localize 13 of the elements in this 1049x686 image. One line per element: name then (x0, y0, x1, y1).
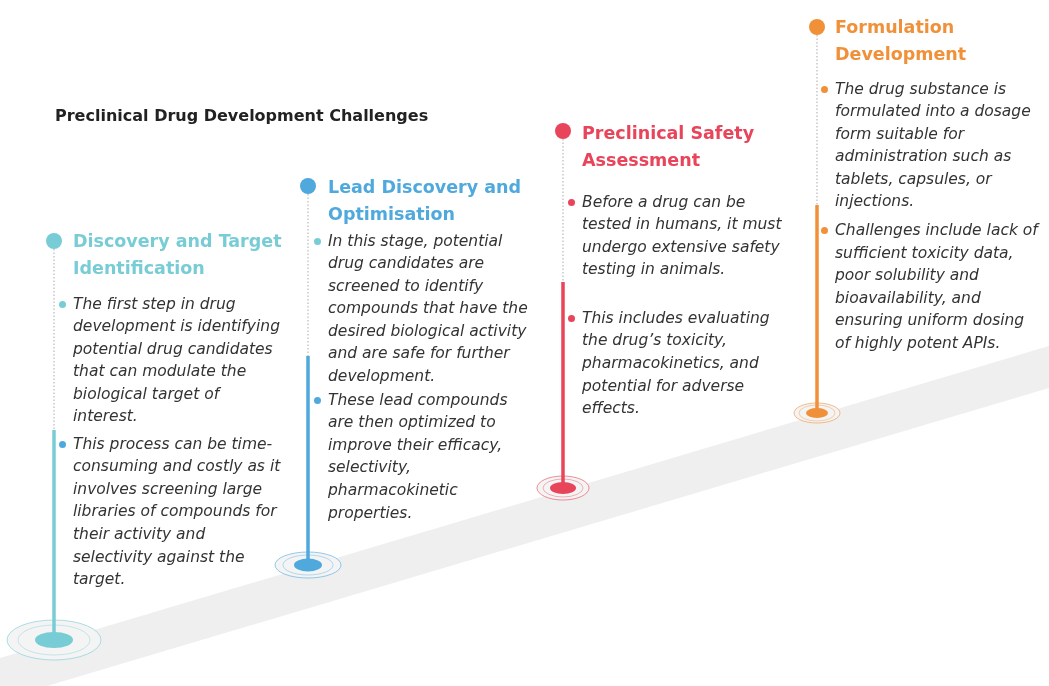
bullet-text: The first step in drug development is identifying potential drug candidates that can modulate the biological target of interest. (73, 293, 281, 428)
bullet-text: This includes evaluating the drug’s toxicity, pharmacokinetics, and potential for adverse effects. (582, 307, 771, 420)
bullet-text: In this stage, potential drug candidates are screened to identify compounds that have the desired biological activity and are safe for further development. (328, 230, 529, 388)
stage-heading: Lead Discovery and Optimisation (328, 175, 522, 226)
bullet-text: This process can be time-consuming and costly as it involves screening large libraries of compounds for their activity and selectivity against the target. (73, 433, 281, 591)
bullet-text: These lead compounds are then optimized to improve their efficacy, selectivity, pharmacokinetic properties. (328, 389, 509, 524)
bullet-text: The drug substance is formulated into a dosage form suitable for administration such as tablets, capsules, or injections. (835, 78, 1032, 213)
bullet-text: Before a drug can be tested in humans, it must undergo extensive safety testing in animals. (582, 191, 783, 281)
bullet-text: Challenges include lack of sufficient toxicity data, poor solubility and bioavailability, and ensuring uniform dosing of highly potent APIs. (835, 220, 1041, 355)
stage-heading: Discovery and Target Identification (73, 229, 283, 280)
stage-heading: Formulation Development (835, 15, 968, 66)
diagram-title: Preclinical Drug Development Challenges (55, 105, 429, 127)
stage-heading: Preclinical Safety Assessment (582, 121, 756, 172)
